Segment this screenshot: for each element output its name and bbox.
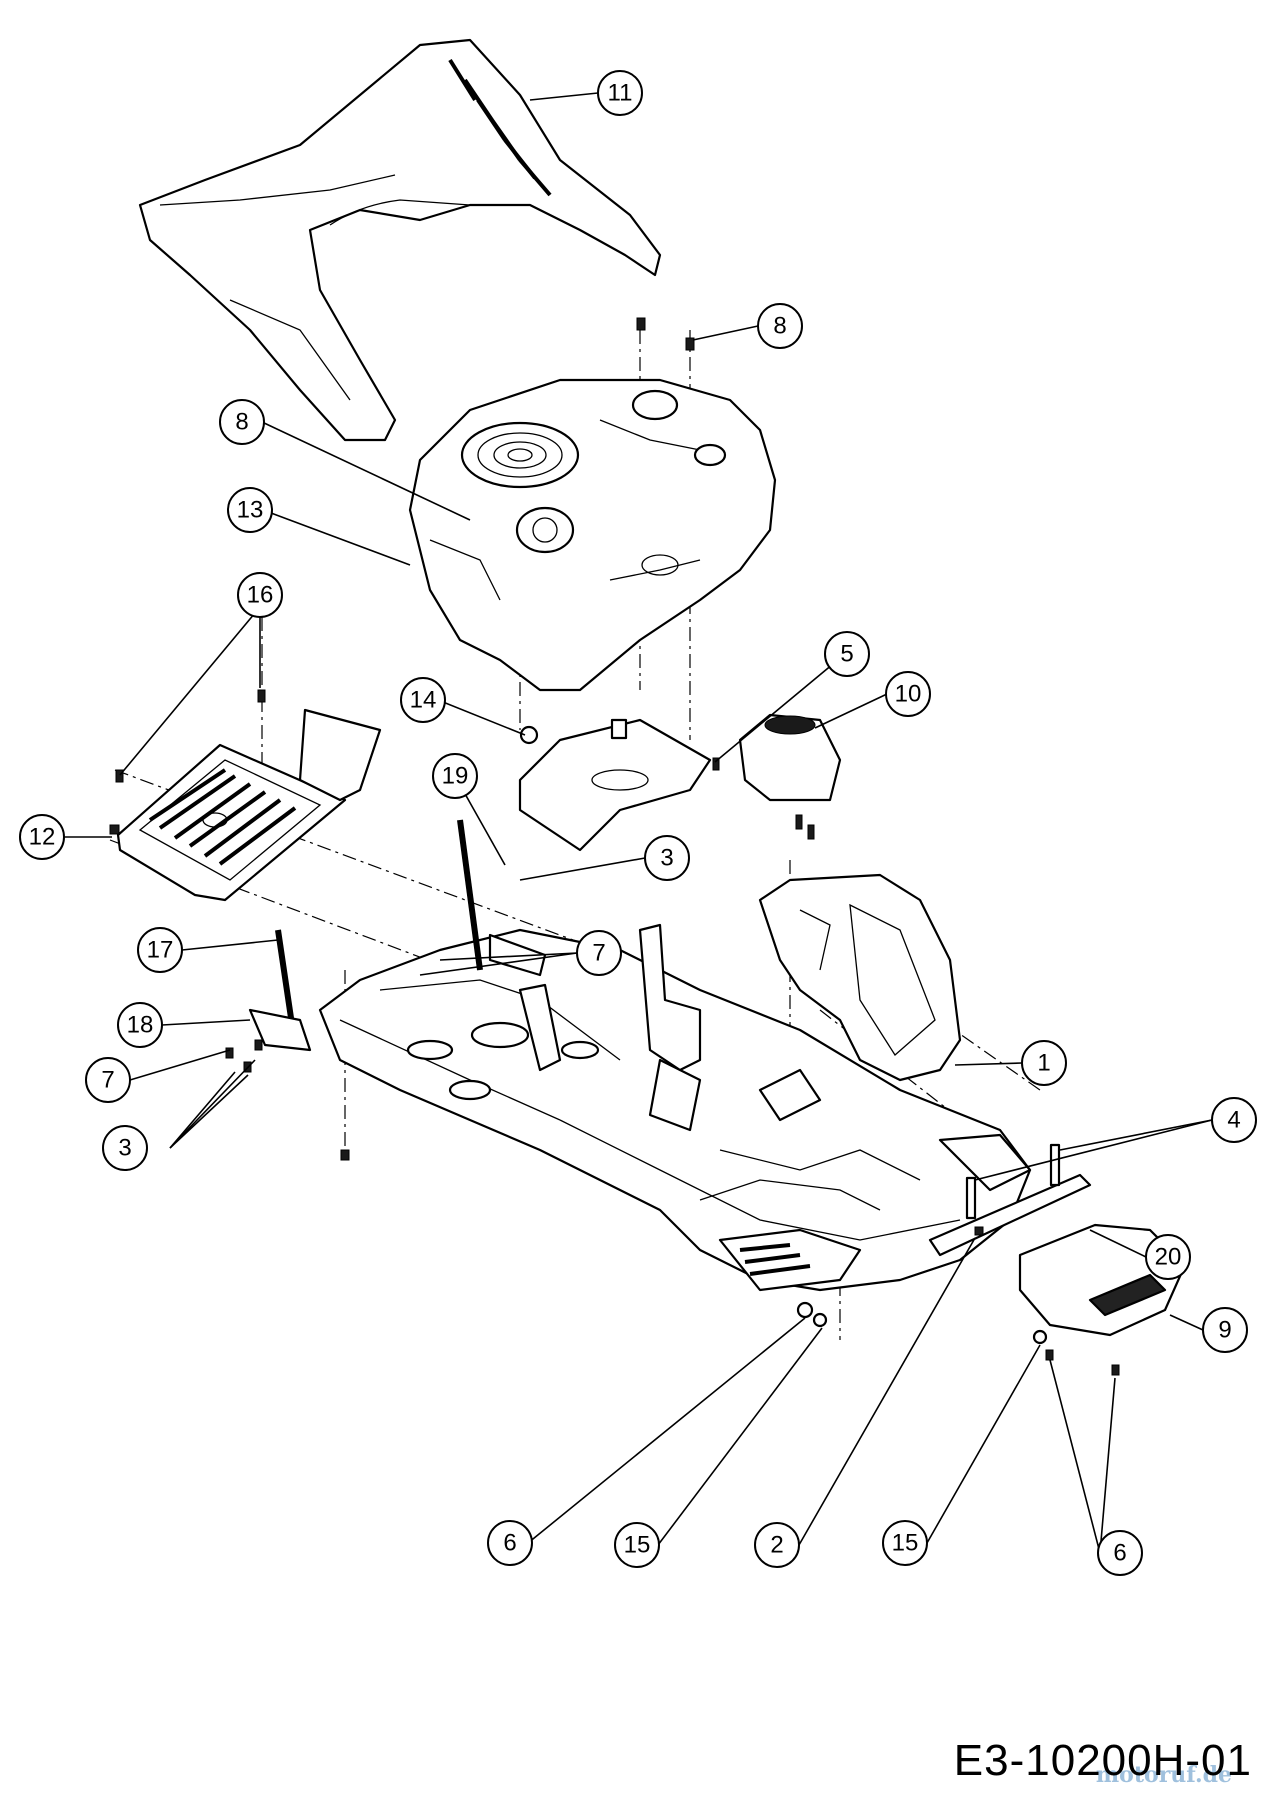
drawing-code: E3-10200H-01 [953, 1736, 1252, 1785]
fender-vent-slats [448, 58, 552, 197]
callout-label-9: 9 [1218, 1317, 1231, 1344]
watermark-logo: motoruf.de [1095, 1762, 1232, 1788]
callout-c14: 14 [400, 677, 446, 723]
callout-label-4: 4 [1227, 1107, 1240, 1134]
callout-label-13: 13 [237, 497, 264, 524]
steering-column-housing [758, 873, 962, 1082]
callout-label-16: 16 [247, 582, 274, 609]
screw-icon [807, 824, 815, 840]
callout-label-11: 11 [608, 80, 633, 107]
washer-icon [812, 1312, 828, 1328]
callout-c13: 13 [227, 487, 273, 533]
screw-icon [115, 769, 124, 783]
callout-label-7: 7 [101, 1067, 114, 1094]
callout-c3a: 3 [644, 835, 690, 881]
screw-icon [636, 317, 646, 331]
screw-icon [685, 337, 695, 351]
steering-cap [738, 713, 842, 802]
callout-c3b: 3 [102, 1125, 148, 1171]
callout-c6a: 6 [487, 1520, 533, 1566]
callout-c6b: 6 [1097, 1530, 1143, 1576]
callout-label-6: 6 [503, 1530, 516, 1557]
rear-bracket [928, 1173, 1092, 1257]
rear-fender-cover [138, 38, 662, 442]
callout-label-7: 7 [592, 940, 605, 967]
callout-label-3: 3 [118, 1135, 131, 1162]
screw-icon [254, 1039, 263, 1051]
callout-c15b: 15 [882, 1520, 928, 1566]
callout-c19: 19 [432, 753, 478, 799]
pedal-ribs [739, 1243, 811, 1276]
bolt-icon [965, 1176, 977, 1220]
callout-c4: 4 [1211, 1097, 1257, 1143]
callout-label-18: 18 [127, 1012, 154, 1039]
callout-c16: 16 [237, 572, 283, 618]
callout-c15a: 15 [614, 1522, 660, 1568]
callout-label-6: 6 [1113, 1540, 1126, 1567]
callout-c11: 11 [597, 70, 643, 116]
screw-icon [109, 824, 120, 835]
callout-label-15: 15 [624, 1532, 651, 1559]
callout-c17: 17 [137, 927, 183, 973]
callout-label-15: 15 [892, 1530, 919, 1557]
callout-label-8: 8 [235, 409, 248, 436]
callout-c2: 2 [754, 1522, 800, 1568]
screw-icon [795, 814, 803, 830]
callout-c9: 9 [1202, 1307, 1248, 1353]
cap-plug-icon [519, 725, 539, 745]
screw-icon [340, 1149, 350, 1161]
rear-bumper [1018, 1223, 1187, 1337]
callout-label-5: 5 [840, 641, 853, 668]
callout-c1: 1 [1021, 1040, 1067, 1086]
callout-c18: 18 [117, 1002, 163, 1048]
callout-c5: 5 [824, 631, 870, 677]
callout-c12: 12 [19, 814, 65, 860]
callout-c8a: 8 [757, 303, 803, 349]
callout-c8b: 8 [219, 399, 265, 445]
nut-icon [796, 1301, 814, 1319]
callout-label-1: 1 [1037, 1050, 1050, 1077]
main-frame-chassis [248, 819, 1032, 1292]
callout-label-17: 17 [147, 937, 174, 964]
bolt-icon [1049, 1143, 1061, 1187]
callout-label-14: 14 [410, 687, 437, 714]
callout-label-10: 10 [895, 681, 922, 708]
washer-icon [1032, 1329, 1048, 1345]
screw-icon [1045, 1349, 1054, 1361]
callout-label-20: 20 [1155, 1244, 1182, 1271]
callout-c7a: 7 [576, 930, 622, 976]
screw-icon [225, 1047, 234, 1059]
screw-icon [712, 757, 720, 771]
fasteners [109, 317, 1120, 1376]
dashboard-hood [408, 378, 777, 692]
callout-c20: 20 [1145, 1234, 1191, 1280]
callout-label-19: 19 [442, 763, 469, 790]
step-plate [116, 743, 347, 902]
mount-plate [518, 718, 712, 852]
callout-c7b: 7 [85, 1057, 131, 1103]
callout-c10: 10 [885, 671, 931, 717]
callout-label-8: 8 [773, 313, 786, 340]
cover-plate [298, 708, 382, 802]
callout-label-2: 2 [770, 1532, 783, 1559]
callout-label-3: 3 [660, 845, 673, 872]
screw-icon [257, 689, 266, 703]
screw-icon [974, 1226, 984, 1236]
callout-label-12: 12 [29, 824, 56, 851]
screw-icon [1111, 1364, 1120, 1376]
